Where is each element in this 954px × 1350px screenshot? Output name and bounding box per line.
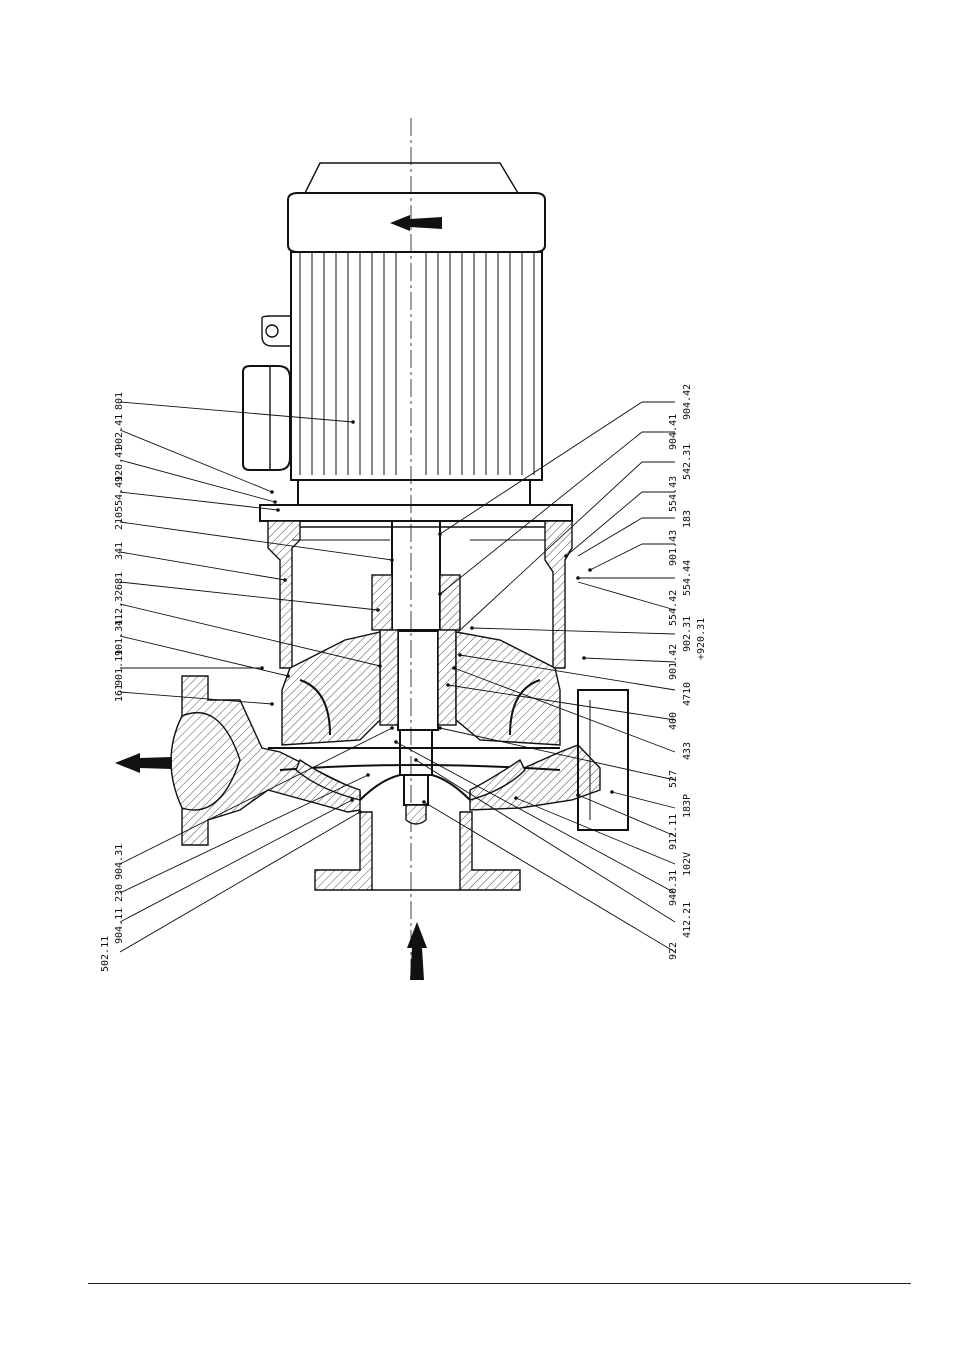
label-940-31: 940.31 [668,870,679,906]
suction-arrow [407,922,427,980]
label-102v: 102V [682,852,693,876]
label-542-31: 542.31 [682,444,693,480]
label-554-41: 554.41 [114,476,125,512]
motor [243,163,572,521]
label-904-41: 904.41 [668,414,679,450]
rotation-arrow [390,215,442,231]
footer-rule [88,1283,911,1284]
label-502-11: 502.11 [100,936,111,972]
discharge-arrow [115,753,172,773]
label-433: 433 [682,742,693,760]
label-554-42: 554.42 [668,590,679,626]
label-901-43: 901.43 [668,530,679,566]
label-901-42: 901.42 [668,644,679,680]
label-161: 161 [114,684,125,702]
label-554-44: 554.44 [682,560,693,596]
label-210: 210 [114,512,125,530]
label-912-11: 912.11 [668,814,679,850]
label-527: 527 [668,770,679,788]
label-904-42: 904.42 [682,384,693,420]
bracket [268,521,572,668]
label-341: 341 [114,542,125,560]
shaft [372,521,460,824]
label-4710: 4710 [682,682,693,706]
label-901-11: 901.11 [114,650,125,686]
label-922: 922 [668,942,679,960]
label-412-21: 412.21 [682,902,693,938]
cover [282,632,560,745]
labels-left: 801 902.41 920.41 554.41 210 341 681 412… [100,392,125,972]
label-230: 230 [114,884,125,902]
label-183: 183 [682,510,693,528]
label-920-31: +920.31 [696,618,707,660]
label-801: 801 [114,392,125,410]
label-554-43: 554.43 [668,476,679,512]
label-183p: 183P [682,794,693,818]
labels-right: 904.42 904.41 542.31 554.43 183 901.43 5… [668,384,707,960]
label-400: 400 [668,712,679,730]
label-902-31: 902.31 [682,616,693,652]
label-681: 681 [114,572,125,590]
label-902-41: 902.41 [114,414,125,450]
label-904-11: 904.11 [114,908,125,944]
label-904-31: 904.31 [114,844,125,880]
